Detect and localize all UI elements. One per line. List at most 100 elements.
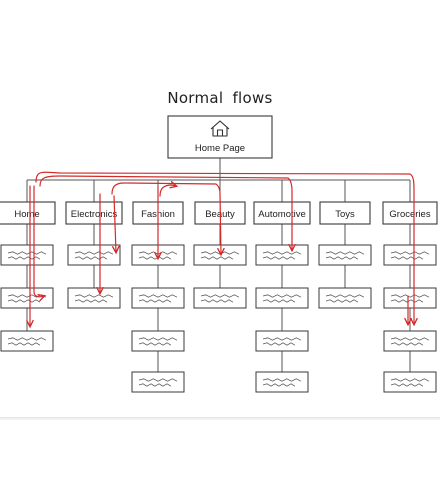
category-label: Automotive [258,209,306,220]
placeholder-box [383,330,437,352]
placeholder-text-line [262,294,302,298]
placeholder-box [383,371,437,393]
page-placeholder[interactable] [255,287,309,309]
diagram-title: Normal flows [167,89,273,107]
page-placeholder[interactable] [255,371,309,393]
placeholder-text-line [262,256,296,260]
category-label: Home [14,209,39,220]
placeholder-text-line [325,251,365,255]
placeholder-box [0,287,54,309]
page-placeholder[interactable] [383,371,437,393]
category-label: Groceries [389,209,430,220]
placeholder-text-line [7,337,47,341]
category-node-toys[interactable]: Toys [319,201,371,225]
category-box [0,201,56,225]
page-placeholder[interactable] [67,244,121,266]
page-placeholder[interactable] [67,287,121,309]
placeholder-text-line [390,299,424,303]
page-placeholder[interactable] [383,287,437,309]
flow-arrow-automotive [39,175,292,250]
category-node-automotive[interactable]: Automotive [253,201,311,225]
placeholder-text-line [325,294,365,298]
placeholder-text-line [262,251,302,255]
placeholder-text-line [138,337,178,341]
placeholder-box [67,244,121,266]
placeholder-text-line [138,378,178,382]
page-placeholder[interactable] [255,330,309,352]
placeholder-text-line [390,378,430,382]
page-placeholder[interactable] [0,287,54,309]
placeholder-text-line [200,299,234,303]
category-box [319,201,371,225]
placeholder-text-line [390,294,430,298]
placeholder-box [255,244,309,266]
placeholder-box [383,287,437,309]
placeholder-text-line [7,299,41,303]
home-page-label: Home Page [195,143,245,154]
placeholder-box [131,371,185,393]
page-placeholder[interactable] [318,287,372,309]
page-placeholder[interactable] [383,244,437,266]
placeholder-box [255,287,309,309]
placeholder-text-line [7,251,47,255]
flow-arrow-groceries [35,171,414,324]
placeholder-text-line [262,337,302,341]
placeholder-text-line [7,342,41,346]
placeholder-box [255,371,309,393]
page-placeholder[interactable] [131,287,185,309]
page-placeholder[interactable] [0,244,54,266]
page-placeholder[interactable] [193,287,247,309]
placeholder-text-line [325,299,359,303]
placeholder-box [383,244,437,266]
category-node-home[interactable]: Home [0,201,56,225]
placeholder-text-line [262,383,296,387]
page-placeholder[interactable] [0,330,54,352]
placeholder-text-line [7,256,41,260]
placeholder-text-line [390,342,424,346]
placeholder-text-line [200,294,240,298]
page-placeholder[interactable] [131,371,185,393]
flow-arrow-electronics-top [114,195,116,252]
placeholder-box [318,287,372,309]
placeholder-text-line [390,337,430,341]
home-page-node[interactable]: Home Page [167,115,273,159]
category-box [382,201,438,225]
placeholder-text-line [262,342,296,346]
placeholder-text-line [74,294,114,298]
page-placeholder[interactable] [193,244,247,266]
page-placeholder[interactable] [131,330,185,352]
placeholder-box [0,330,54,352]
placeholder-text-line [138,342,172,346]
placeholder-text-line [390,383,424,387]
page-placeholder[interactable] [383,330,437,352]
placeholder-text-line [74,299,108,303]
category-node-groceries[interactable]: Groceries [382,201,438,225]
page-placeholder[interactable] [255,244,309,266]
placeholder-box [131,330,185,352]
page-placeholder[interactable] [318,244,372,266]
flow-arrow-fashion-hook [159,185,176,197]
placeholder-text-line [200,256,234,260]
placeholder-text-line [390,256,424,260]
placeholder-text-line [262,378,302,382]
placeholder-box [193,287,247,309]
placeholder-text-line [325,256,359,260]
placeholder-box [0,244,54,266]
placeholder-box [318,244,372,266]
placeholder-text-line [138,294,178,298]
placeholder-text-line [138,383,172,387]
placeholder-text-line [390,251,430,255]
home-icon [210,120,230,137]
placeholder-box [193,244,247,266]
placeholder-text-line [138,299,172,303]
category-label: Toys [335,209,355,220]
page-edge [0,417,440,420]
placeholder-text-line [262,299,296,303]
placeholder-text-line [74,256,108,260]
placeholder-text-line [74,251,114,255]
category-node-electronics[interactable]: Electronics [65,201,123,225]
placeholder-box [131,287,185,309]
